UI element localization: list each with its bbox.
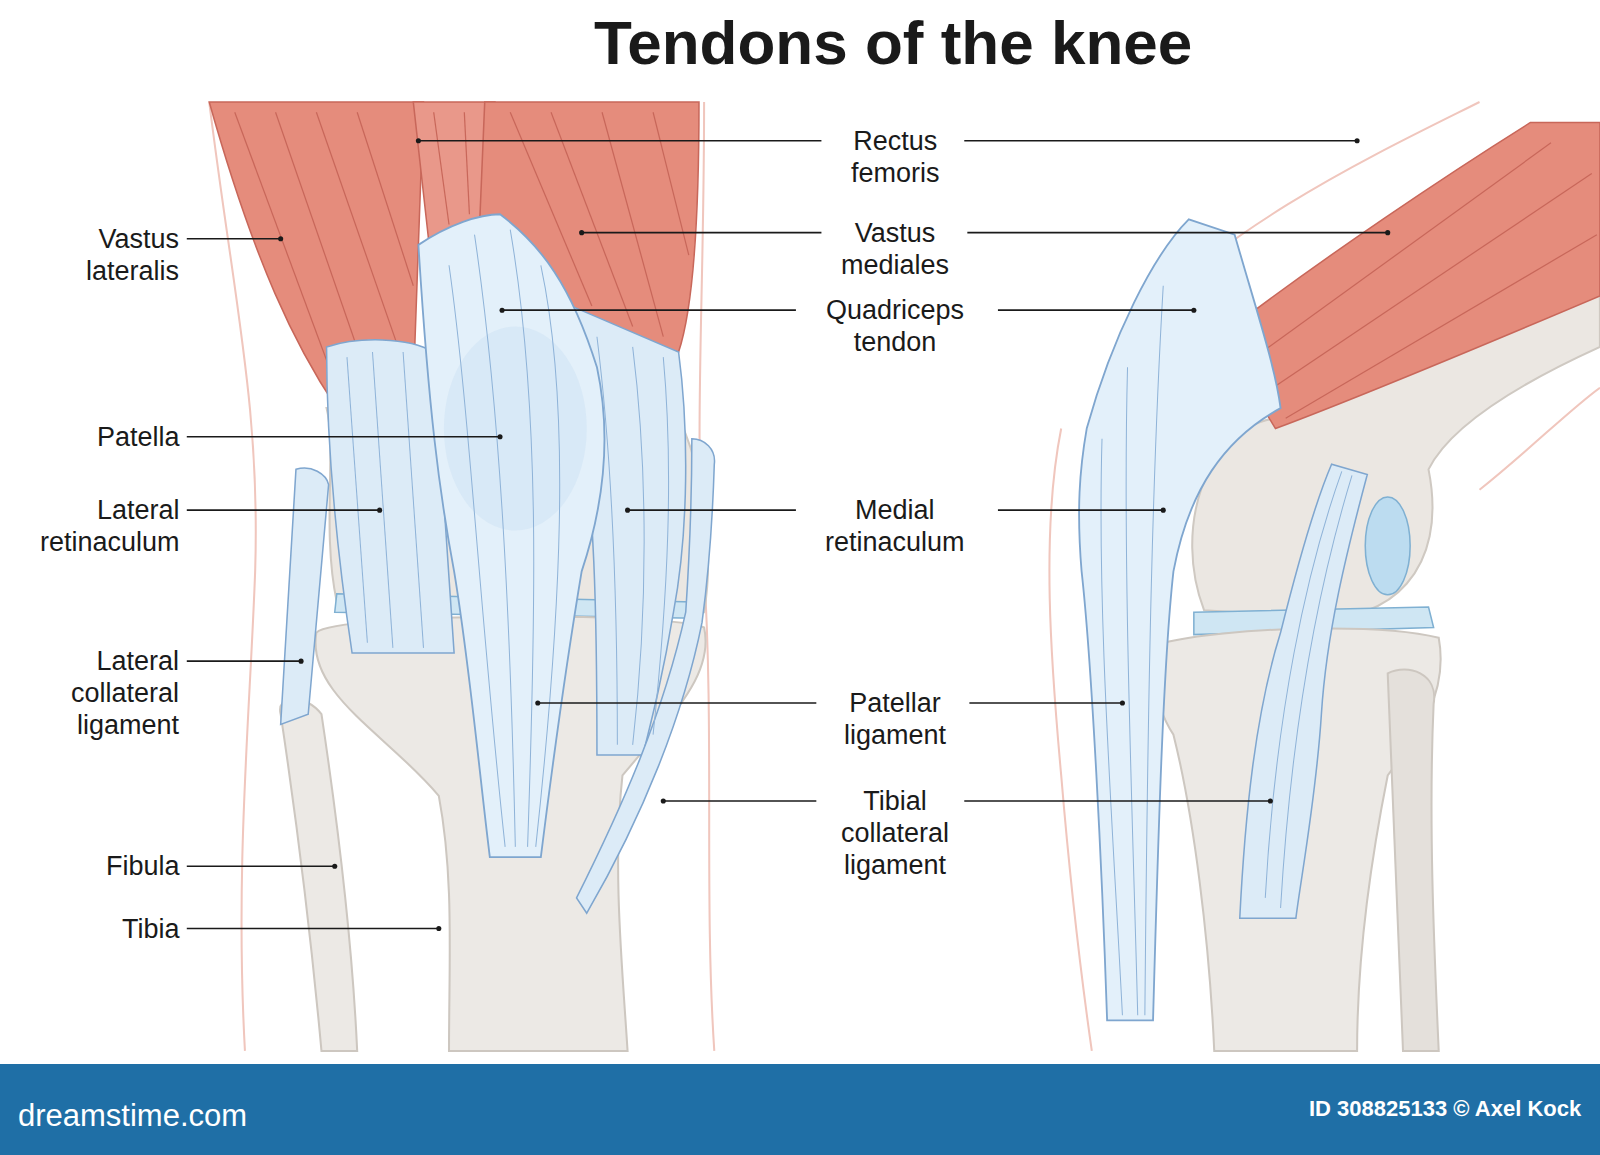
part-label: Tibial collateral ligament <box>841 785 949 881</box>
part-label: Quadriceps tendon <box>826 294 964 358</box>
part-label: Patellar ligament <box>844 687 946 751</box>
part-label: Lateral collateral ligament <box>71 645 179 741</box>
part-label: Tibia <box>122 913 180 945</box>
title: Tendons of the knee <box>594 8 1192 78</box>
part-label: Vastus lateralis <box>86 223 179 287</box>
image-credit: ID 308825133 © Axel Kock <box>1309 1091 1581 1127</box>
part-label: Lateral retinaculum <box>40 494 180 558</box>
part-label: Medial retinaculum <box>825 494 965 558</box>
part-label: Patella <box>97 421 180 453</box>
side-view <box>1049 102 1600 1051</box>
leader-lines <box>187 141 1388 929</box>
watermark: dreamstime.com <box>18 1098 247 1134</box>
part-label: Rectus femoris <box>851 125 940 189</box>
part-label: Vastus mediales <box>841 217 949 281</box>
part-label: Fibula <box>106 850 180 882</box>
front-view <box>209 102 714 1051</box>
